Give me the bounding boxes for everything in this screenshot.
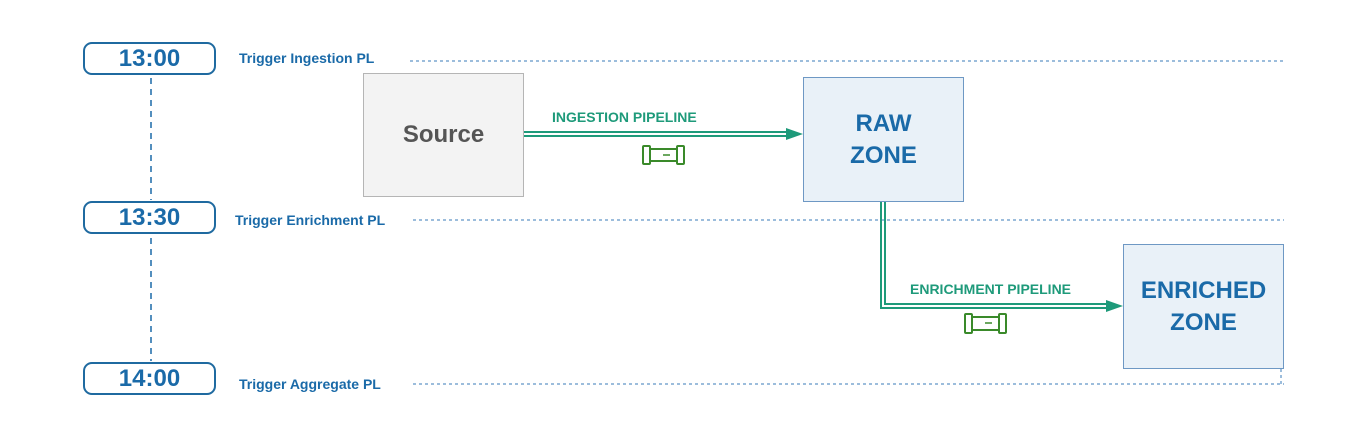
source-node: Source — [363, 73, 524, 197]
enrichment-arrow — [880, 202, 1123, 312]
ingestion-pipeline-label: INGESTION PIPELINE — [552, 109, 697, 125]
enrichment-pipeline-label: ENRICHMENT PIPELINE — [910, 281, 1072, 297]
pipeline-icon — [642, 145, 685, 165]
trigger-aggregate-label: Trigger Aggregate PL — [239, 376, 381, 392]
enriched-zone-node: ENRICHED ZONE — [1123, 244, 1284, 369]
raw-zone-node: RAW ZONE — [803, 77, 964, 202]
time-badge-1400: 14:00 — [83, 362, 216, 395]
trigger-enrichment-label: Trigger Enrichment PL — [235, 212, 386, 228]
pipeline-icon — [964, 313, 1007, 334]
trigger-ingestion-label: Trigger Ingestion PL — [239, 50, 375, 66]
ingestion-arrow — [524, 128, 803, 140]
time-badge-1330: 13:30 — [83, 201, 216, 234]
time-badge-1300: 13:00 — [83, 42, 216, 75]
